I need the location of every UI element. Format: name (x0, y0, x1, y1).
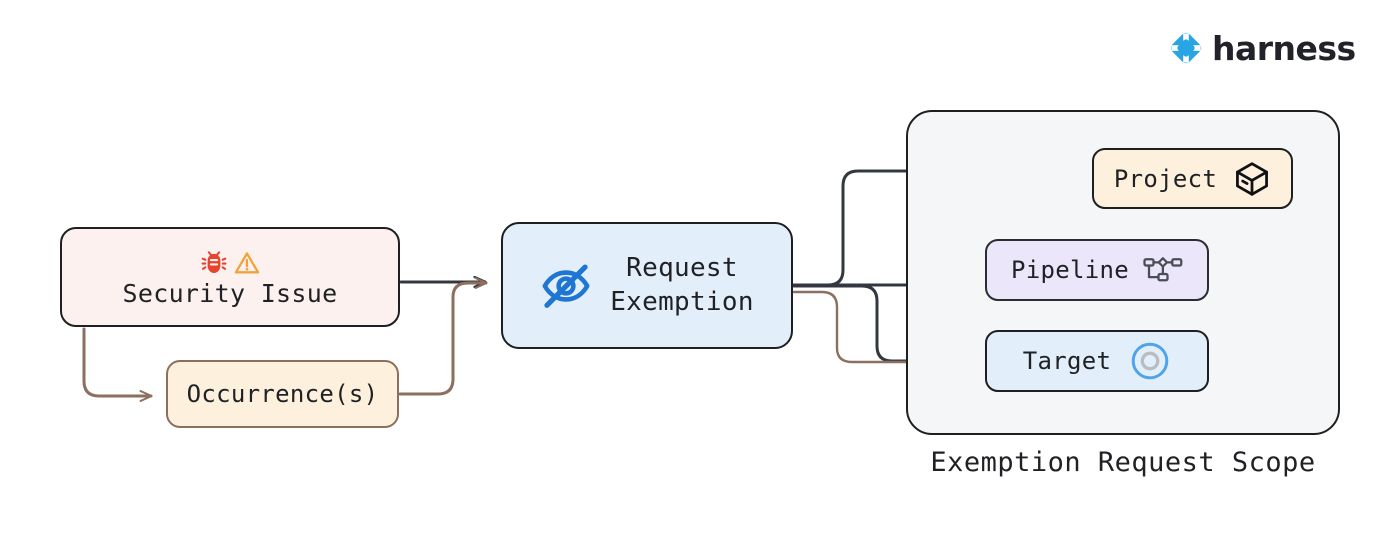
node-request-exemption-label: Request Exemption (610, 253, 754, 317)
node-request-exemption[interactable]: Request Exemption (501, 222, 793, 349)
harness-diamond-logo-icon (1168, 30, 1204, 66)
harness-brand-logo: harness (1168, 30, 1356, 66)
pipeline-nodes-icon (1143, 254, 1183, 286)
security-issue-icons (200, 248, 260, 278)
node-occurrence-label: Occurrence(s) (186, 380, 379, 408)
node-security-issue-label: Security Issue (122, 279, 338, 309)
brand-name: harness (1212, 28, 1356, 68)
bug-icon (200, 250, 227, 276)
node-target-label: Target (1022, 347, 1112, 375)
eye-slash-icon (540, 260, 592, 312)
node-pipeline[interactable]: Pipeline (985, 239, 1209, 301)
node-project[interactable]: Project (1092, 148, 1293, 209)
edge-occurrence-to-request (398, 277, 488, 396)
warning-triangle-icon (234, 250, 260, 276)
exemption-request-scope-label: Exemption Request Scope (930, 447, 1316, 478)
node-project-label: Project (1113, 164, 1218, 193)
cube-icon (1233, 160, 1271, 198)
node-security-issue[interactable]: Security Issue (60, 227, 400, 327)
edge-security-to-occurrence (82, 327, 153, 402)
node-occurrence[interactable]: Occurrence(s) (166, 360, 399, 428)
node-target[interactable]: Target (985, 330, 1209, 392)
bullseye-icon (1129, 340, 1171, 382)
node-pipeline-label: Pipeline (1011, 256, 1129, 284)
